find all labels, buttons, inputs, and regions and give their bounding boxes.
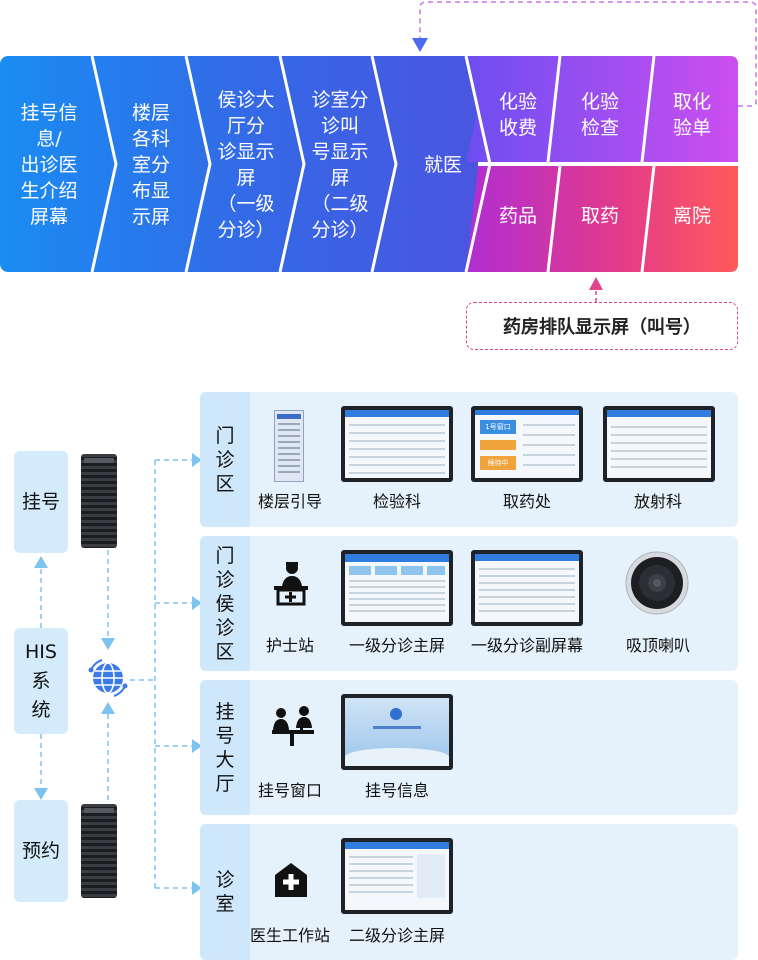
- registration-hall-zone: 挂 号 大 厅: [200, 680, 738, 815]
- item-label: 取药处: [502, 492, 551, 511]
- flow-bottom-3: 离院: [672, 205, 711, 227]
- zone-label: 挂 号 大 厅: [200, 680, 250, 815]
- medical-house-icon: [275, 863, 307, 897]
- item-label: 二级分诊主屏: [348, 926, 445, 945]
- item-label: 一级分诊副屏幕: [470, 636, 583, 655]
- chevron-divider: [184, 55, 212, 273]
- item-label: 楼层引导: [257, 492, 322, 511]
- his-system-box: HIS 系 统: [14, 628, 68, 734]
- flow-top-1: 化验 收费: [498, 91, 537, 139]
- callout-arrow-head: [589, 277, 603, 290]
- step-divider: [640, 55, 656, 163]
- primary-triage-sub-screen: [471, 550, 583, 626]
- loop-arrow: [419, 1, 757, 107]
- zone-label: 门 诊 区: [200, 392, 250, 527]
- flow-bottom-2: 取药: [580, 205, 619, 227]
- ceiling-speaker-icon: [625, 551, 689, 615]
- flow-diagram: [0, 1, 757, 302]
- flow-step-1: 挂号信 息/ 出诊医 生介绍 屏幕: [20, 102, 78, 228]
- pharmacy-screen: 1号窗口 候待中: [471, 406, 583, 482]
- zone-label: 门 诊 侯 诊 区: [200, 536, 250, 671]
- item-label: 一级分诊主屏: [348, 636, 445, 655]
- item-label: 放射科: [633, 492, 682, 511]
- item-label: 挂号窗口: [257, 781, 322, 800]
- appointment-box: 预约: [14, 800, 68, 902]
- registration-box: 挂号: [14, 451, 68, 553]
- step-divider: [546, 165, 562, 273]
- item-label: 医生工作站: [249, 926, 330, 945]
- radiology-screen: [603, 406, 715, 482]
- pharmacy-waiting-label: 候待中: [480, 456, 516, 470]
- pharmacy-window-label: 1号窗口: [480, 420, 516, 434]
- chevron-divider: [278, 55, 306, 273]
- registration-counter-icon: [272, 706, 314, 746]
- step-divider: [546, 55, 562, 163]
- secondary-triage-main-screen: [341, 838, 453, 914]
- pharmacy-queue-callout: 药房排队显示屏（叫号）: [466, 302, 738, 350]
- item-label: 检验科: [372, 492, 421, 511]
- flow-band: [0, 56, 478, 272]
- flow-top-3: 取化 验单: [672, 91, 711, 139]
- server-rack-icon: [81, 804, 117, 898]
- loop-arrow-head: [412, 38, 428, 52]
- flow-step-2: 楼层 各科 室分 布显 示屏: [131, 102, 170, 228]
- nurse-station-icon: [274, 562, 308, 606]
- flow-step-4: 诊室分 诊叫 号显示 屏 （二级 分诊）: [311, 89, 369, 241]
- globe-network-icon: [88, 659, 128, 697]
- server-rack-icon: [81, 454, 117, 548]
- chevron-divider: [90, 55, 118, 273]
- consultation-room-zone: 诊 室: [200, 824, 738, 960]
- flow-step-3: 侯诊大 厅分 诊显示 屏 （一级 分诊）: [217, 89, 275, 241]
- connector-lines: [34, 453, 200, 895]
- registration-info-screen: [341, 694, 453, 770]
- item-label: 吸顶喇叭: [625, 636, 690, 655]
- zone-label: 诊 室: [200, 824, 250, 960]
- flow-bottom-band: [466, 166, 738, 272]
- flow-step-5: 就医: [423, 154, 462, 176]
- floor-guide-panel: [274, 410, 304, 482]
- item-label: 护士站: [265, 636, 314, 655]
- flow-top-band: [466, 56, 738, 162]
- item-label: 挂号信息: [364, 781, 429, 800]
- primary-triage-main-screen: [341, 550, 453, 626]
- flow-top-2: 化验 检查: [580, 91, 619, 139]
- flow-bottom-1: 药品: [498, 205, 537, 227]
- lab-screen: [341, 406, 453, 482]
- chevron-divider: [370, 55, 398, 273]
- step-divider: [640, 165, 656, 273]
